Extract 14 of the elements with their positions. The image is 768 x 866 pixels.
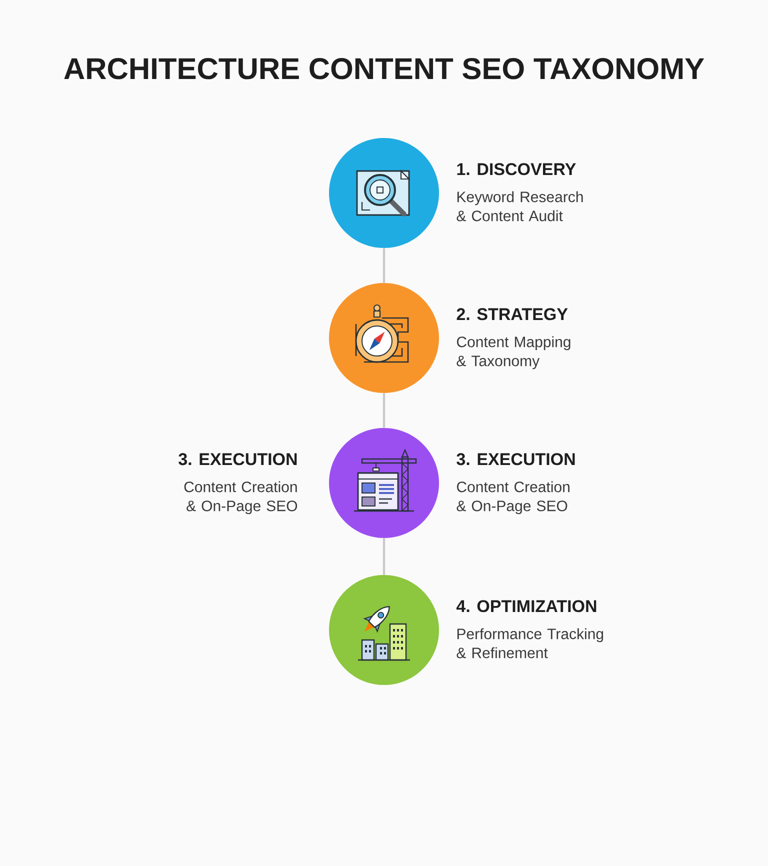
step-description: Content Creation & On-Page SEO	[184, 481, 298, 514]
step-description: Keyword Research & Content Audit	[456, 191, 583, 222]
step-heading: 1. DISCOVERY	[457, 163, 576, 176]
step-heading: 3. EXECUTION	[456, 453, 575, 466]
step-heading: 3. EXECUTION	[178, 453, 297, 466]
connector-line	[382, 538, 386, 575]
connector-line	[382, 393, 386, 428]
step-description: Content Creation & On-Page SEO	[456, 481, 570, 514]
connector-line	[382, 248, 386, 283]
step-heading: 2. STRATEGY	[456, 308, 568, 320]
step-heading: 4. OPTIMIZATION	[456, 600, 596, 612]
step-description: Performance Tracking & Refinement	[456, 628, 604, 658]
step-description: Content Mapping & Taxonomy	[456, 336, 570, 370]
title: ARCHITECTURE CONTENT SEO TAXONOMY	[64, 58, 704, 80]
